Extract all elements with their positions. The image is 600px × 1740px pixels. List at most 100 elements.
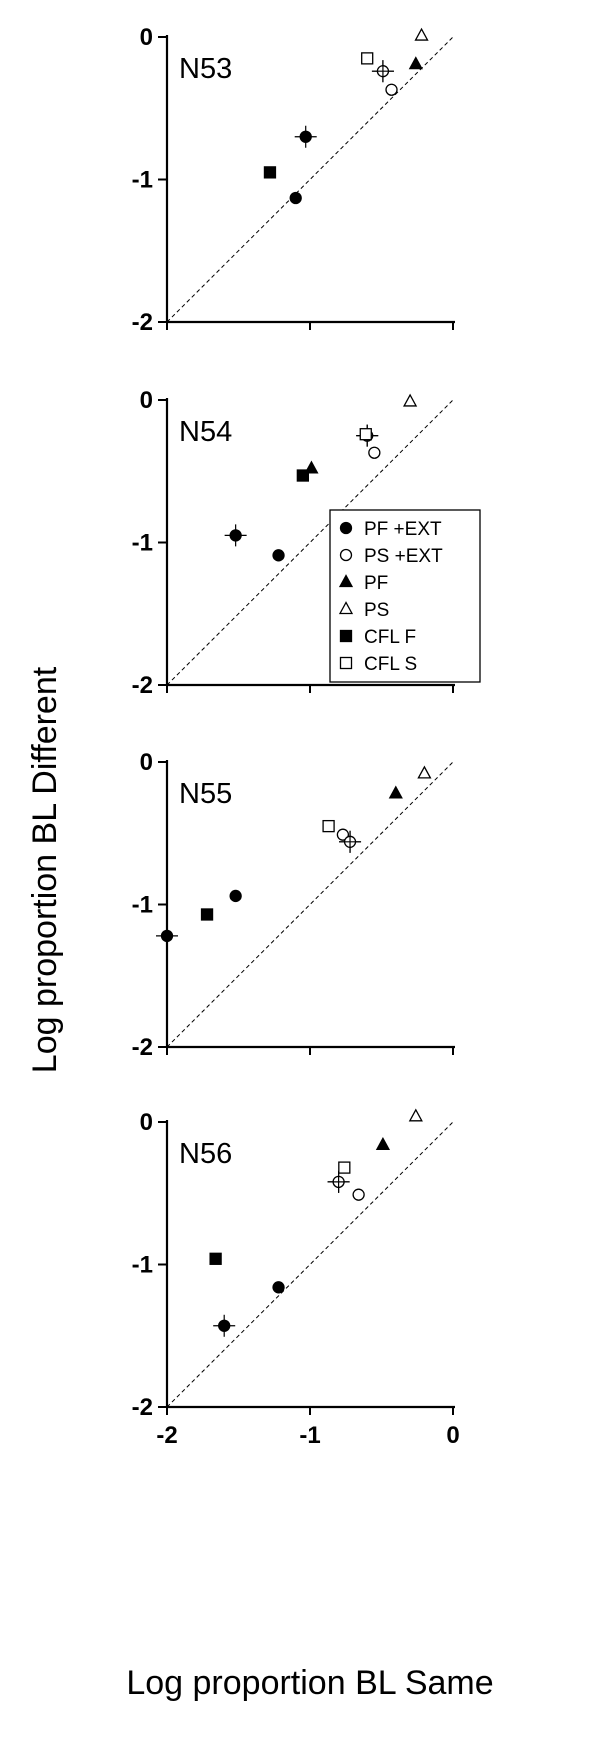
legend-label: CFL F (364, 627, 416, 648)
legend-item: CFL F (339, 627, 416, 648)
point-marker (361, 52, 374, 65)
y-tick-label: 0 (140, 749, 153, 776)
panel-label: N54 (179, 416, 232, 448)
identity-line (166, 1121, 454, 1408)
data-point (414, 27, 429, 41)
point-marker (272, 1281, 285, 1294)
point-marker (388, 785, 403, 799)
panel-label: N56 (179, 1138, 232, 1170)
legend-marker (339, 629, 353, 643)
legend-marker (338, 574, 354, 588)
data-point (361, 52, 374, 65)
y-tick-label: -1 (132, 1252, 153, 1279)
data-point (339, 830, 362, 853)
data-point (294, 125, 317, 148)
point-marker (408, 1108, 423, 1122)
legend-label: PF +EXT (364, 519, 442, 540)
legend-label: PS +EXT (364, 546, 443, 567)
point-marker (375, 1136, 391, 1150)
legend-marker (339, 656, 353, 670)
data-point (403, 393, 418, 407)
point-marker (218, 1319, 231, 1332)
data-point (388, 785, 403, 799)
x-tick-label: 0 (446, 1422, 459, 1449)
legend-label: PF (364, 573, 388, 594)
point-marker (359, 428, 372, 441)
point-marker (299, 130, 312, 143)
data-point (156, 924, 178, 947)
data-point (336, 828, 350, 841)
data-point (229, 889, 242, 903)
data-point (359, 428, 372, 441)
point-marker (263, 166, 277, 179)
data-point (263, 166, 277, 179)
legend-marker (338, 601, 354, 615)
data-point (322, 819, 335, 833)
data-point (327, 1170, 350, 1193)
y-axis-title: Log proportion BL Different (26, 666, 64, 1073)
data-point (352, 1188, 365, 1201)
point-marker (385, 83, 398, 96)
data-point (272, 549, 285, 562)
data-point (408, 56, 423, 70)
data-point (408, 1108, 423, 1122)
point-marker (296, 469, 310, 482)
legend-label: PS (364, 600, 389, 621)
point-marker (209, 1252, 222, 1265)
data-point (272, 1281, 285, 1294)
identity-line (166, 761, 454, 1048)
y-tick-label: 0 (140, 1109, 153, 1136)
point-marker (272, 549, 285, 562)
data-point (296, 469, 310, 482)
legend-item: PF (338, 573, 388, 594)
legend-marker (339, 521, 353, 535)
x-axis-title: Log proportion BL Same (126, 1664, 493, 1702)
data-point (417, 765, 432, 779)
point-marker (352, 1188, 365, 1201)
point-marker (338, 1161, 351, 1174)
point-marker (200, 908, 214, 921)
data-point (289, 191, 302, 205)
point-marker (336, 828, 350, 841)
y-tick-label: -1 (132, 892, 153, 919)
panel-label: N55 (179, 778, 232, 810)
point-marker (368, 446, 381, 459)
y-tick-label: 0 (140, 387, 153, 414)
point-marker (229, 889, 242, 903)
point-marker (160, 929, 174, 942)
data-point (209, 1252, 222, 1265)
data-point (224, 524, 247, 547)
legend-item: PS +EXT (339, 546, 443, 567)
y-tick-label: -1 (132, 530, 153, 557)
point-marker (414, 27, 429, 41)
data-point (385, 83, 398, 96)
y-tick-label: -1 (132, 167, 153, 194)
identity-line (166, 36, 454, 323)
legend-marker (339, 548, 353, 562)
legend: PF +EXT PS +EXT PF PS CFL F CFL S (329, 509, 481, 683)
data-point (200, 908, 214, 921)
x-tick-label: -2 (156, 1422, 177, 1449)
point-marker (322, 819, 335, 833)
data-point (338, 1161, 351, 1174)
point-marker (403, 393, 418, 407)
legend-box (329, 509, 481, 683)
legend-item: CFL S (339, 654, 417, 675)
data-point (368, 446, 381, 459)
data-point (375, 1136, 391, 1150)
y-tick-label: -2 (132, 672, 153, 699)
point-marker (408, 56, 423, 70)
y-tick-label: 0 (140, 24, 153, 51)
legend-item: PS (338, 600, 389, 621)
point-marker (289, 191, 302, 205)
point-marker (417, 765, 432, 779)
y-tick-label: -2 (132, 309, 153, 336)
legend-label: CFL S (364, 654, 417, 675)
y-tick-label: -2 (132, 1034, 153, 1061)
y-tick-label: -2 (132, 1394, 153, 1421)
